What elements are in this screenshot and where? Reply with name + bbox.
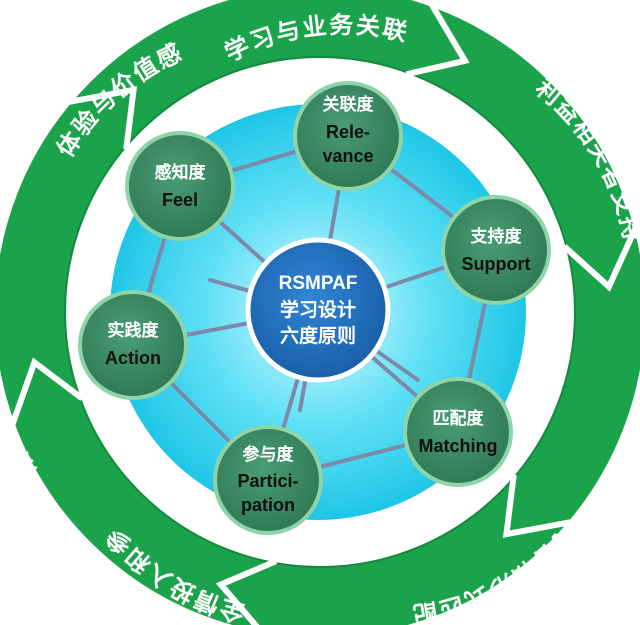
- center-line-2: 学习设计: [280, 298, 356, 321]
- ring-divider: [9, 357, 85, 425]
- node-relevance-en-1: Rele-: [326, 122, 370, 142]
- node-relevance-cn: 关联度: [323, 94, 375, 115]
- node-action-cn: 实践度: [108, 320, 160, 341]
- node-participation-en-1: Partici-: [237, 471, 298, 491]
- ring-divider: [68, 86, 138, 150]
- node-feel: 感知度 Feel: [125, 131, 235, 241]
- node-participation-en-2: pation: [241, 495, 295, 515]
- node-support-en: Support: [462, 254, 531, 274]
- node-feel-cn: 感知度: [155, 162, 207, 183]
- node-action: 实践度 Action: [78, 290, 188, 400]
- node-matching: 匹配度 Matching: [403, 377, 513, 487]
- node-participation-cn: 参与度: [243, 444, 295, 465]
- ring-divider: [215, 558, 278, 625]
- center-hub: RSMPAF 学习设计 六度原则: [245, 237, 391, 383]
- node-support: 支持度 Support: [441, 195, 551, 305]
- ring-divider: [502, 474, 572, 538]
- ring-divider: [562, 226, 639, 292]
- node-participation: 参与度 Partici- pation: [213, 425, 323, 535]
- ring-divider: [405, 3, 470, 78]
- center-line-3: 六度原则: [280, 324, 356, 347]
- center-title: RSMPAF: [279, 273, 358, 294]
- node-relevance-en-2: vance: [322, 146, 373, 166]
- node-matching-en: Matching: [419, 436, 498, 456]
- node-feel-en: Feel: [162, 190, 198, 210]
- node-action-en: Action: [105, 348, 161, 368]
- ring-dividers: [9, 3, 639, 625]
- node-support-cn: 支持度: [471, 226, 523, 247]
- node-matching-cn: 匹配度: [433, 408, 485, 429]
- node-relevance: 关联度 Rele- vance: [293, 81, 403, 191]
